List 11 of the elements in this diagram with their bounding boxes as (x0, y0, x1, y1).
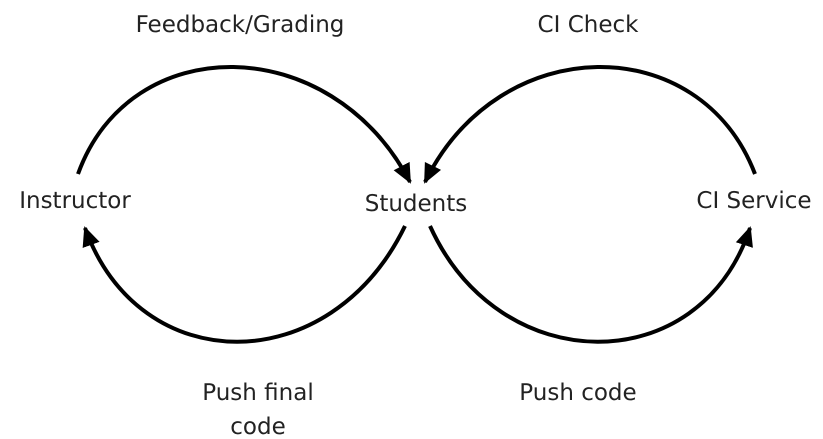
curved-arrow (423, 65, 757, 184)
edge-label: CI Check (536, 11, 640, 40)
edge-label: Push final code (201, 379, 315, 439)
node-label: CI Service (686, 174, 822, 228)
node-label: Students (350, 182, 482, 226)
edge-label: Push code (518, 379, 638, 408)
curved-arrow (76, 65, 412, 184)
curved-arrow (428, 225, 752, 344)
curved-arrow (83, 224, 407, 344)
edge-label: Feedback/Grading (134, 11, 346, 40)
node-label: Instructor (4, 174, 146, 228)
